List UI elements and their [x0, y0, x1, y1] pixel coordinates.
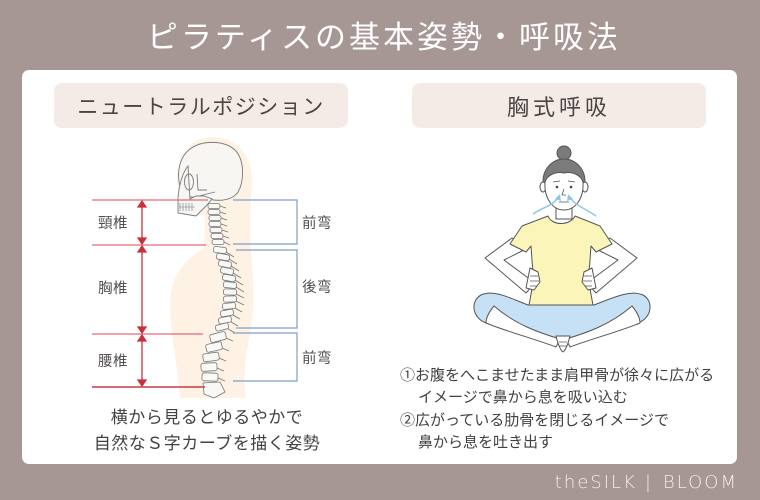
spine-illustration — [170, 137, 254, 399]
illustrations — [92, 137, 651, 399]
neutral-position-heading-label: ニュートラルポジション — [77, 94, 325, 119]
curve-label-lumbar: 前弯 — [302, 351, 332, 367]
curve-label-thoracic: 後弯 — [302, 280, 332, 296]
step-text: お腹をへこませたまま肩甲骨が徐々に広がる — [415, 366, 715, 384]
segment-markers — [92, 199, 208, 388]
step-text: 広がっている肋骨を閉じるイメージで — [415, 410, 669, 429]
neutral-position-caption: 横から見るとゆるやかで 自然なＳ字カーブを描く姿勢 — [57, 405, 357, 457]
content-card: ニュートラルポジション 胸式呼吸 頸椎 胸椎 腰椎 前弯 後弯 前弯 横から見る… — [22, 70, 737, 464]
skull-icon — [177, 141, 243, 217]
step-2-continued: 鼻から息を吐き出す — [418, 433, 554, 452]
chest-breathing-heading: 胸式呼吸 — [412, 83, 706, 128]
chest-breathing-heading-label: 胸式呼吸 — [506, 95, 611, 121]
page-title: ピラティスの基本姿勢・呼吸法 — [146, 20, 622, 56]
vertebrae — [200, 203, 245, 399]
step-2: ②広がっている肋骨を閉じるイメージで — [400, 409, 735, 431]
step-1-continued: イメージで鼻から息を吸い込む — [418, 388, 628, 407]
segment-label-thoracic: 胸椎 — [98, 281, 128, 297]
feet — [555, 335, 571, 353]
right-calf — [565, 305, 641, 348]
left-calf — [485, 305, 561, 348]
shirt — [509, 215, 613, 311]
curve-brackets — [233, 199, 298, 382]
brand-separator: | — [644, 472, 653, 493]
brand-sub: BLOOM — [662, 472, 738, 493]
caption-line: 横から見るとゆるやかで — [110, 408, 304, 428]
brand-logo: theSILK | BLOOM — [555, 471, 738, 495]
caption-line: 自然なＳ字カーブを描く姿勢 — [93, 434, 321, 454]
breath-arrow-icon — [532, 194, 597, 217]
brand-name: theSILK — [554, 472, 637, 493]
breathing-figure — [473, 145, 651, 353]
neutral-position-heading: ニュートラルポジション — [54, 83, 348, 128]
breathing-steps: ①お腹をへこませたまま肩甲骨が徐々に広がる イメージで鼻から息を吸い込む ②広が… — [400, 364, 735, 454]
curve-label-cervical: 前弯 — [302, 216, 332, 232]
segment-label-cervical: 頸椎 — [98, 216, 128, 232]
segment-label-lumbar: 腰椎 — [98, 354, 128, 370]
step-marker: ① — [400, 366, 416, 384]
hair-bun — [556, 145, 572, 161]
step-1: ①お腹をへこませたまま肩甲骨が徐々に広がる — [400, 364, 735, 386]
step-marker: ② — [400, 410, 416, 429]
